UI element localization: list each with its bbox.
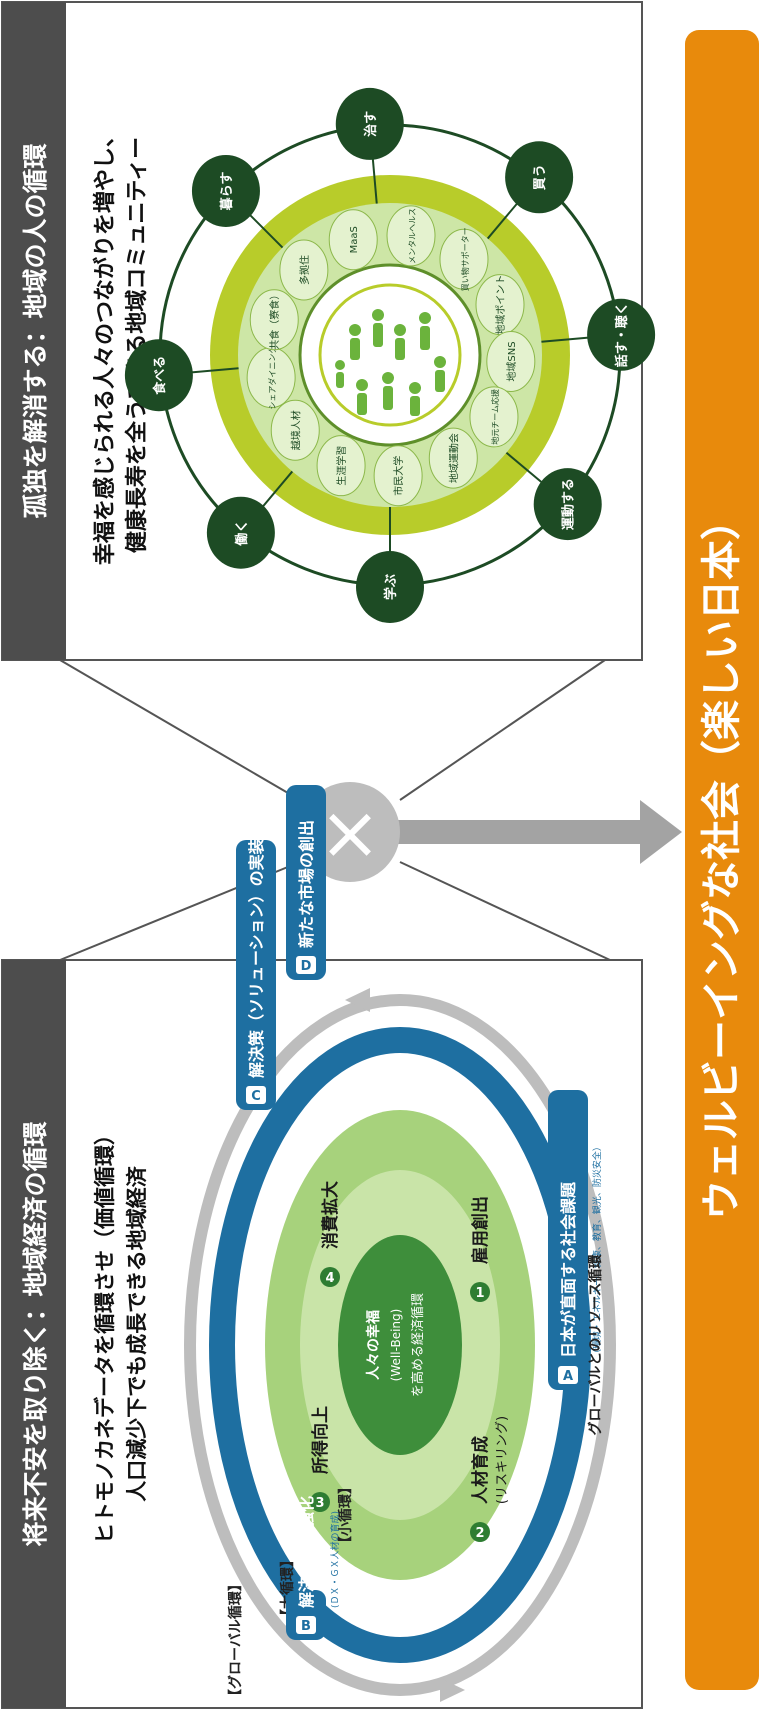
step-2: 2 人材育成 (リスキリング) [470,1416,510,1542]
activity-node: 食べる [124,339,193,412]
service-label: 買い物サポーター [460,227,470,291]
tag-global: 【グローバル循環】 [227,1577,244,1703]
service-bubble: 地元チーム応援 [469,386,519,448]
service-label: 地域運動会 [447,433,460,483]
step-number: 2 [475,1526,484,1541]
activity-node: 運動する [533,468,602,541]
center-core [338,1235,462,1455]
box-label: 新たな市場の創出 [297,820,316,948]
service-label: シェアダイニング [267,346,277,410]
activity-label: 運動する [561,478,577,530]
service-label: メンタルヘルス [408,208,417,264]
footer-banner: ウェルビーイングな社会（楽しい日本） [685,30,759,1690]
service-bubble: 買い物サポーター [439,227,489,291]
service-bubble: 越境人材 [270,399,320,461]
step-number: 4 [325,1271,334,1286]
panel-community-header: 孤独を解消する：地域の人の循環 [21,143,50,519]
panel-economy-subtitle-1: ヒトモノカネデータを循環させ（価値循環） [93,1124,117,1544]
box-letter: D [301,959,312,974]
outer-loop-label: グローバルとのリソース循環 [587,1253,604,1435]
box-a: A 日本が直面する社会課題 （環境・エネルギー、健康、教育、観光、防災安全） [548,1090,603,1390]
step-label: 所得向上 [310,1406,331,1474]
panel-economy-header: 将来不安を取り除く：地域経済の循環 [21,1121,50,1547]
activity-label: 学ぶ [383,574,399,600]
service-bubble: 共食（寮食） [249,289,299,351]
box-letter: C [251,1089,261,1104]
activity-label: 暮らす [219,172,235,212]
service-label: 多拠住 [298,255,311,285]
step-1: 1 雇用創出 [470,1196,491,1302]
panel-economy-header-bg [2,960,66,1708]
step-4: 4 消費拡大 [320,1181,341,1287]
step-number: 3 [315,1496,324,1511]
panel-community: 孤独を解消する：地域の人の循環 幸福を感じられる人々のつながりを増やし、 健康長… [1,1,656,661]
merge-connector: × [59,659,682,961]
box-label: 日本が直面する社会課題 [559,1181,578,1358]
box-d: D 新たな市場の創出 [286,785,326,980]
service-bubble: 多拠住 [279,239,329,301]
service-label: MaaS [349,226,360,253]
service-label: 生涯学習 [335,446,348,486]
panel-economy: 将来不安を取り除く：地域経済の循環 ヒトモノカネデータを循環させ（価値循環） 人… [1,785,643,1709]
service-label: 共食（寮食） [268,290,281,350]
activity-node: 買う [505,141,574,214]
service-label: 地域ポイント [494,275,507,335]
center-line-1: 人々の幸福 [365,1310,382,1380]
service-bubble: 地域ポイント [475,274,525,336]
panel-community-header-bg [2,2,66,660]
activity-node: 話す・聴く [587,298,656,371]
service-label: 地元チーム応援 [490,389,500,445]
step-sublabel: (リスキリング) [495,1416,510,1504]
activity-label: 話す・聴く [614,302,630,367]
service-label: 市民大学 [392,456,405,496]
service-bubble: 生涯学習 [316,435,366,497]
box-label: 解決策（ソリューション）の実装 [247,838,266,1078]
merge-arrow-head [640,800,682,864]
panel-community-subtitle-1: 幸福を感じられる人々のつながりを増やし、 [92,125,118,565]
service-label: 越境人材 [289,410,302,450]
service-bubble: メンタルヘルス [386,205,436,267]
activity-node: 暮らす [191,154,260,227]
box-letter: A [563,1369,573,1384]
box-letter: B [301,1619,311,1634]
activity-label: 買う [533,164,548,190]
tag-small: 【小循環】 [337,1480,354,1550]
activity-label: 働く [234,520,250,547]
service-bubble: MaaS [328,209,378,271]
step-label: 人材育成 [470,1436,491,1504]
activity-label: 食べる [152,356,168,395]
box-b: B 解決手段の強化 (ＤＸ・ＧＸ人材の育成) [286,1496,341,1640]
activity-node: 働く [206,496,275,569]
activity-label: 治す [363,111,379,137]
activity-node: 学ぶ [356,551,424,623]
center-line-2: (Well-Being) [389,1309,403,1382]
service-bubble: 地域運動会 [428,427,478,489]
panel-economy-subtitle-2: 人口減少下でも成長できる地域経済 [125,1165,149,1502]
service-bubble: 市民大学 [373,445,423,507]
box-c: C 解決策（ソリューション）の実装 [236,838,276,1110]
step-label: 消費拡大 [320,1181,341,1249]
box-sublabel: （環境・エネルギー、健康、教育、観光、防災安全） [591,1142,603,1358]
step-label: 雇用創出 [470,1196,491,1264]
multiply-symbol: × [319,790,381,876]
center-line-3: を高める経済循環 [410,1293,426,1397]
global-loop [184,994,616,1696]
service-bubble: 地域SNS [486,330,536,392]
people-icon [335,309,446,416]
step-3: 3 所得向上 [310,1406,331,1512]
box-sublabel: (ＤＸ・ＧＸ人材の育成) [329,1511,341,1608]
activity-node: 治す [335,87,404,160]
service-label: 地域SNS [505,341,518,381]
footer-banner-text: ウェルビーイングな社会（楽しい日本） [699,500,745,1220]
box-label: 解決手段の強化 [297,1496,316,1608]
step-number: 1 [475,1286,484,1301]
